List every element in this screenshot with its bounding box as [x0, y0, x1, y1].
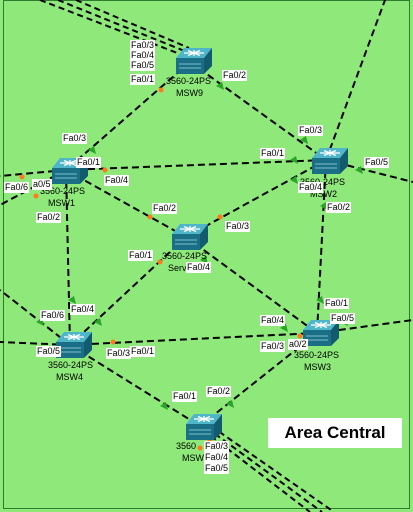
port-label: Fa0/2	[222, 70, 248, 81]
port-label: Fa0/1	[324, 298, 350, 309]
port-label: a0/5	[32, 179, 52, 190]
device-name-label[interactable]: MSW1	[48, 198, 75, 208]
port-label: Fa0/1	[130, 346, 156, 357]
port-label: Fa0/4	[260, 315, 286, 326]
port-label: Fa0/5	[364, 157, 390, 168]
port-label: Fa0/1	[260, 148, 286, 159]
device-name-label[interactable]: MSW2	[310, 189, 337, 199]
device-model-label: 3560-24PS	[48, 360, 94, 370]
port-label: Fa0/5	[36, 346, 62, 357]
port-label: Fa0/4	[186, 262, 212, 273]
device-msw5-icon[interactable]	[185, 413, 223, 441]
port-label: Fa0/6	[40, 310, 66, 321]
port-label: Fa0/2	[36, 212, 62, 223]
port-label: Fa0/1	[76, 157, 102, 168]
device-msw2-icon[interactable]	[311, 147, 349, 175]
device-name-label[interactable]: MSW4	[56, 372, 83, 382]
port-label: Fa0/4	[70, 304, 96, 315]
external-links-top	[39, 0, 190, 57]
port-label: Fa0/5	[204, 463, 230, 474]
port-label: Fa0/1	[130, 74, 156, 85]
port-label: Fa0/1	[172, 391, 198, 402]
device-msw9-icon[interactable]	[175, 47, 213, 75]
port-label: Fa0/3	[130, 40, 156, 51]
port-label: Fa0/3	[298, 125, 324, 136]
port-label: Fa0/3	[225, 221, 251, 232]
device-server-icon[interactable]	[171, 223, 209, 251]
device-model-label: 3560	[176, 441, 197, 451]
port-label: a0/2	[288, 339, 308, 350]
device-model-label: 3560-24PS	[40, 186, 86, 196]
port-label: Fa0/4	[204, 452, 230, 463]
port-label: Fa0/4	[298, 182, 324, 193]
port-label: Fa0/5	[130, 60, 156, 71]
device-model-label: 3560-24PS	[294, 350, 340, 360]
device-name-label[interactable]: MSW9	[176, 88, 203, 98]
port-label: Fa0/4	[104, 175, 130, 186]
port-label: Fa0/3	[106, 348, 132, 359]
device-name-label[interactable]: MSW3	[304, 362, 331, 372]
device-name-label[interactable]: Server	[168, 263, 195, 273]
device-model-label: 3560-24PS	[166, 76, 212, 86]
port-label: Fa0/2	[326, 202, 352, 213]
device-name-label[interactable]: MSW5	[182, 453, 209, 463]
area-boundary	[3, 0, 410, 509]
area-label: Area Central	[268, 418, 402, 448]
port-label: Fa0/6	[4, 182, 30, 193]
port-label: Fa0/2	[152, 203, 178, 214]
port-label: Fa0/3	[260, 341, 286, 352]
port-label: Fa0/3	[204, 441, 230, 452]
device-msw4-icon[interactable]	[55, 331, 93, 359]
port-label: Fa0/1	[128, 250, 154, 261]
port-label: Fa0/4	[130, 50, 156, 61]
port-label: Fa0/5	[330, 313, 356, 324]
port-label: Fa0/2	[206, 386, 232, 397]
device-model-label: 3560-24PS	[162, 251, 208, 261]
port-label: Fa0/3	[62, 133, 88, 144]
